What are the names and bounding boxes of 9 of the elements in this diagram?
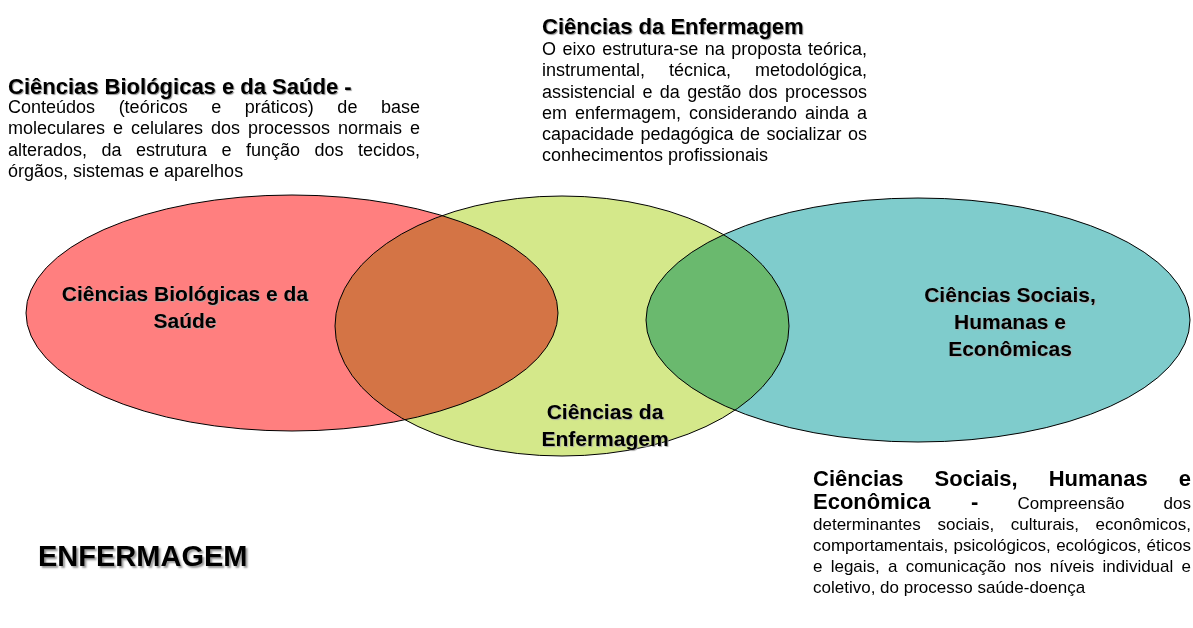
ellipse-label: Ciências Sociais, Humanas e Econômicas (923, 282, 1097, 362)
heading: Ciências Biológicas e da Saúde - (8, 73, 353, 99)
description-text: O eixo estrutura-se na proposta teórica, instrumental, técnica, metodológica, assistencial e da gestão dos processos em enfermagem, considerando ainda a capacidade pedagógica de socializar os conhecimentos profissionais (542, 39, 867, 167)
description-text: Conteúdos (teóricos e práticos) de base moleculares e celulares dos processos normais e alterados, da estrutura e função dos tecidos, órgãos, sistemas e aparelhos (8, 97, 420, 183)
diagram-title: ENFERMAGEM (38, 539, 248, 574)
description-text: Ciências Sociais, Humanas e Econômica - Compreensão dos determinantes sociais, culturais, econômicos, comportamentais, psicológicos, ecológicos, éticos e legais, a comunicação nos níveis individual e coletivo, do processo saúde-doença (813, 468, 1191, 598)
heading: Ciências da Enfermagem (542, 13, 805, 41)
ellipse-label: Ciências Biológicas e da Saúde (60, 281, 310, 334)
ellipse-label: Ciências da Enfermagem (540, 399, 670, 452)
